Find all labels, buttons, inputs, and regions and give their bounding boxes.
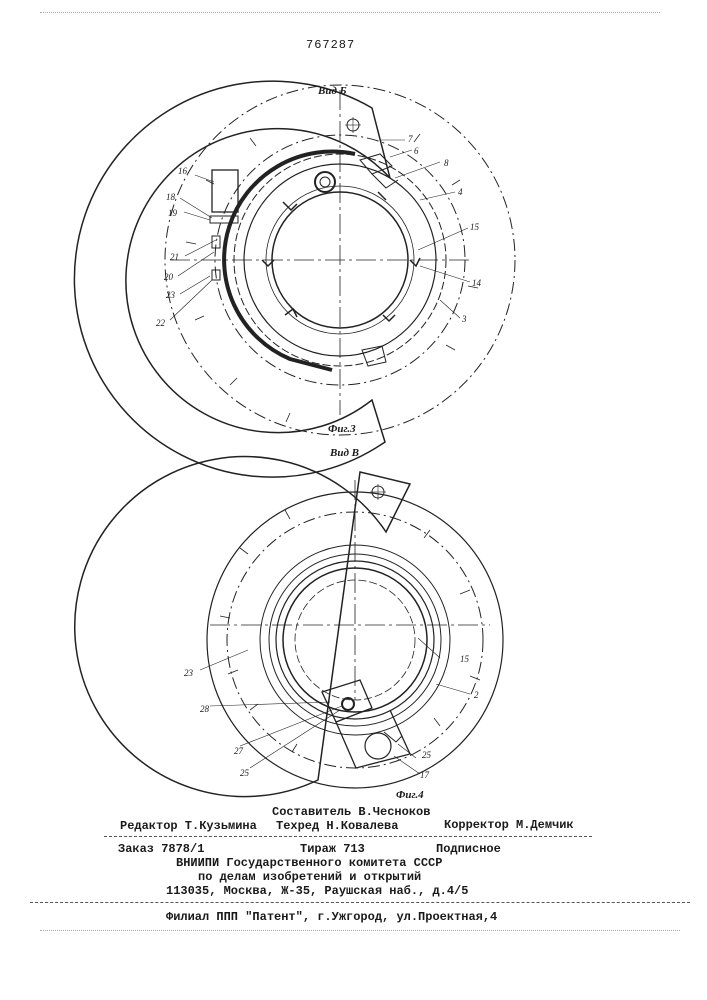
fig3-label-16: 16 [178,166,188,176]
fig3-label-21: 21 [170,252,179,262]
fig3-label-20: 20 [164,272,174,282]
fig3-clamp-bottom [362,346,386,366]
fig3-label-8: 8 [444,158,449,168]
fig3-label-15: 15 [470,222,480,232]
fig3-gear [315,172,335,192]
imprint-address: 113035, Москва, Ж-35, Раушская наб., д.4… [166,884,468,898]
fig3-label-6: 6 [414,146,419,156]
fig3-view-label: Вид Б [317,85,347,97]
fig4-label-23: 23 [184,668,194,678]
imprint-subscription: Подписное [436,842,501,856]
fig4-caption: Фиг.4 [396,789,424,801]
fig4-label-25-right: 25 [422,750,432,760]
imprint-branch: Филиал ППП "Патент", г.Ужгород, ул.Проек… [166,910,497,924]
fig3-label-7: 7 [408,134,413,144]
imprint-circulation: Тираж 713 [300,842,365,856]
imprint-editor: Редактор Т.Кузьмина [120,819,257,833]
fig4-label-2: 2 [474,690,479,700]
imprint-rule-2 [30,902,690,903]
fig3-block-16 [212,170,238,212]
fig3-caption: Фиг.3 [328,423,356,435]
fig4-label-25-left: 25 [240,768,250,778]
fig4-label-28: 28 [200,704,210,714]
fig3-label-14: 14 [472,278,482,288]
imprint-order: Заказ 7878/1 [118,842,204,856]
fig4-roller [365,733,391,759]
fig4-view-label: Вид В [329,447,359,459]
scan-noise-top [40,12,660,13]
fig3-label-4: 4 [458,187,463,197]
fig3-label-19: 19 [168,208,178,218]
fig3-outer-contour [74,81,390,477]
fig3-label-18: 18 [166,192,176,202]
patent-number: 767287 [306,38,355,52]
fig3-label-3: 3 [461,314,467,324]
imprint-org-line1: ВНИИПИ Государственного комитета СССР [176,856,442,870]
fig3-label-23: 23 [166,290,176,300]
fig4-label-27: 27 [234,746,244,756]
imprint-org-line2: по делам изобретений и открытий [198,870,421,884]
fig4-label-17: 17 [420,770,430,780]
imprint-rule-1 [104,836,592,837]
fig4-label-15: 15 [460,654,470,664]
imprint-compiler: Составитель В.Чесноков [272,805,430,819]
imprint-techred: Техред Н.Ковалева [276,819,398,833]
scan-noise-bottom [40,930,680,931]
figure-4-drawing: Вид В 23 15 2 28 27 25 25 17 Фиг.4 [0,440,707,810]
fig3-label-22: 22 [156,318,166,328]
imprint-corrector: Корректор М.Демчик [444,818,574,832]
